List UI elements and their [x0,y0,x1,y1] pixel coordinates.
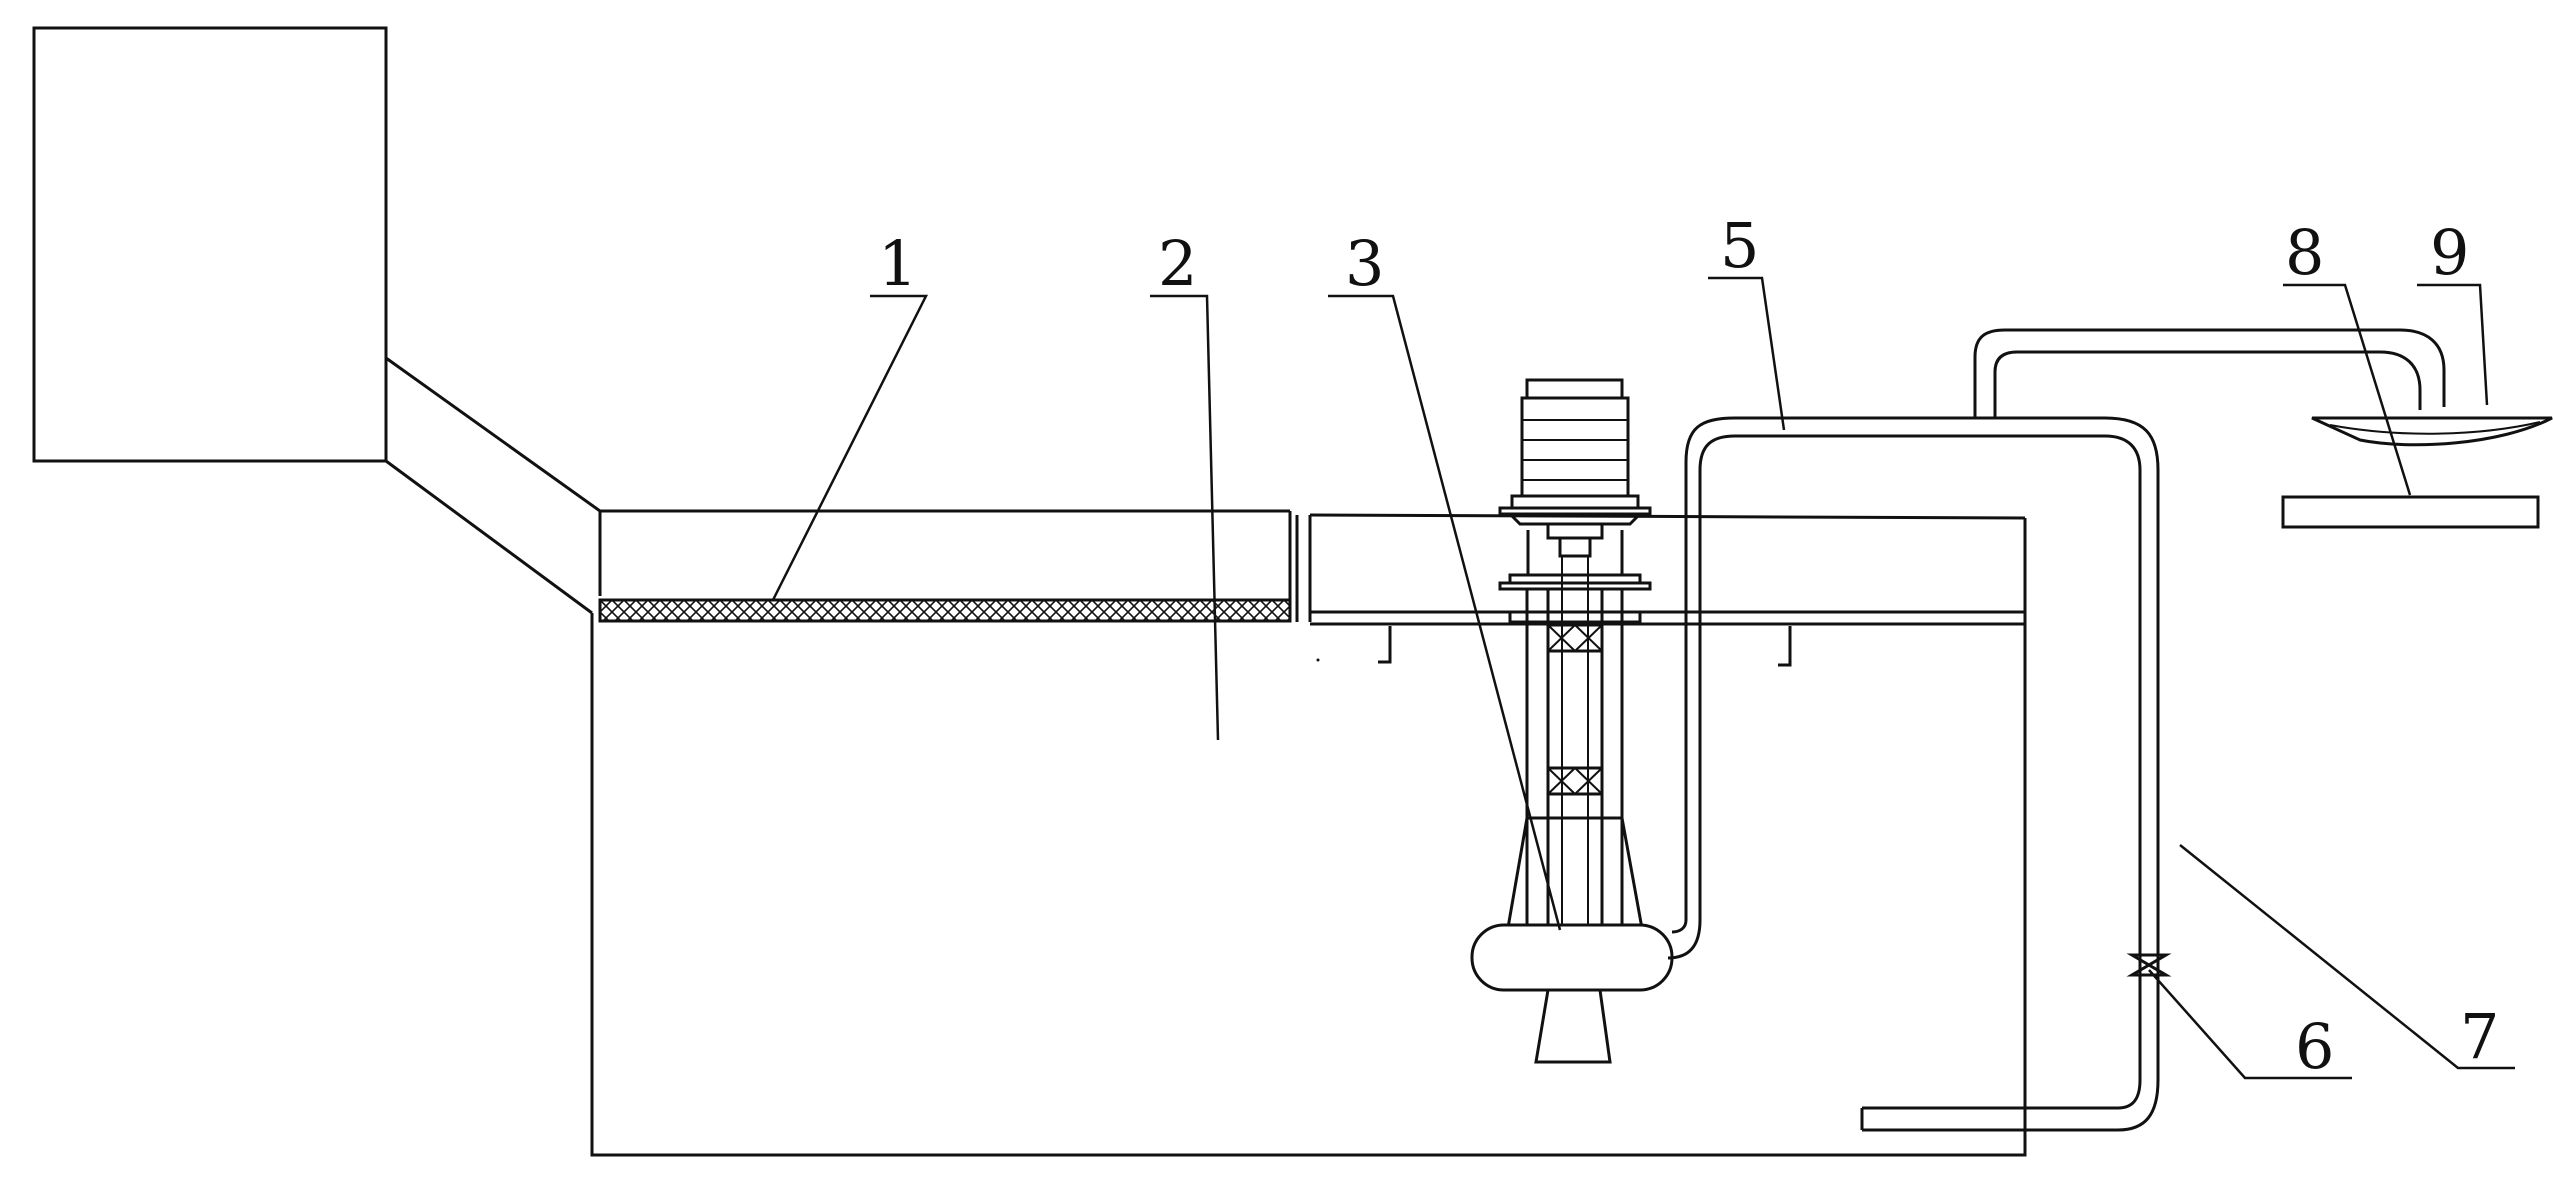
label-3: 3 [1345,227,1384,300]
label-1: 1 [878,227,917,300]
valve [2126,953,2172,977]
return-pipe [1860,1079,2160,1132]
label-7: 7 [2460,1000,2499,1073]
label-9: 9 [2430,216,2469,289]
discharge-pipe [1667,328,2446,1080]
label-8: 8 [2285,216,2324,289]
target-plate [2281,495,2540,529]
spray-head [2311,416,2553,447]
dot-mark [1316,658,1320,662]
main-tank [590,509,2027,1157]
label-5: 5 [1720,209,1759,282]
leaders [771,276,2515,1080]
label-6: 6 [2295,1010,2334,1083]
label-2: 2 [1158,227,1197,300]
brackets [1378,626,1792,667]
filter-screen [598,598,1292,623]
pump-assembly [1470,378,1674,1064]
feed-hopper [32,26,601,615]
